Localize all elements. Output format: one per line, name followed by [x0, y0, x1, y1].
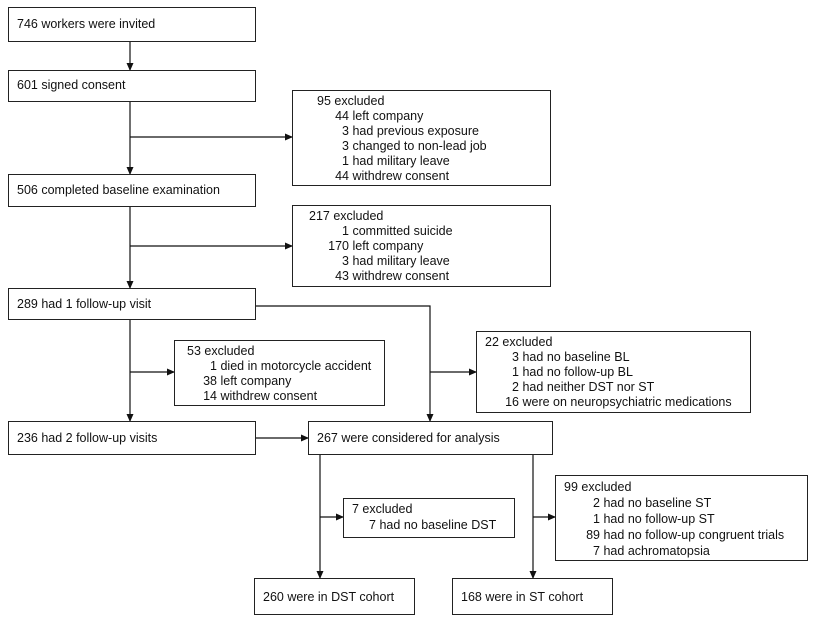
excluded-item: 1 had no follow-up ST — [593, 512, 715, 526]
excluded-header: 7 excluded — [352, 502, 413, 516]
excluded-item: 3 had military leave — [342, 254, 450, 268]
excluded-item: 170 left company — [328, 239, 424, 253]
excluded-box-53: 53 excluded 1 died in motorcycle acciden… — [174, 340, 385, 406]
excluded-item: 16 were on neuropsychiatric medications — [505, 395, 732, 409]
excluded-box-99: 99 excluded 2 had no baseline ST 1 had n… — [555, 475, 808, 561]
arrow-fu1-to-analysis — [256, 305, 434, 422]
excluded-header: 217 excluded — [309, 209, 384, 223]
box-fu1-text: 289 had 1 follow-up visit — [17, 297, 152, 311]
excluded-box-22: 22 excluded 3 had no baseline BL 1 had n… — [476, 331, 751, 413]
box-st-text: 168 were in ST cohort — [461, 590, 584, 604]
excluded-item: 89 had no follow-up congruent trials — [586, 528, 785, 542]
box-fu2: 236 had 2 follow-up visits — [8, 421, 256, 455]
box-dst-text: 260 were in DST cohort — [263, 590, 395, 604]
box-analysis: 267 were considered for analysis — [308, 421, 553, 455]
excluded-item: 38 left company — [203, 374, 292, 388]
box-baseline: 506 completed baseline examination — [8, 174, 256, 207]
excluded-box-217: 217 excluded 1 committed suicide 170 lef… — [292, 205, 551, 287]
excluded-item: 1 committed suicide — [342, 224, 453, 238]
excluded-header: 95 excluded — [317, 94, 385, 108]
excluded-item: 43 withdrew consent — [335, 269, 450, 283]
box-baseline-text: 506 completed baseline examination — [17, 183, 220, 197]
box-invited: 746 workers were invited — [8, 7, 256, 42]
excluded-item: 1 had military leave — [342, 154, 450, 168]
excluded-box-95: 95 excluded 44 left company 3 had previo… — [292, 90, 551, 186]
excluded-item: 44 withdrew consent — [335, 169, 450, 183]
excluded-header: 22 excluded — [485, 335, 553, 349]
excluded-item: 7 had no baseline DST — [369, 518, 497, 532]
excluded-item: 7 had achromatopsia — [593, 544, 710, 558]
box-dst-cohort: 260 were in DST cohort — [254, 578, 415, 615]
box-consent-text: 601 signed consent — [17, 78, 126, 92]
box-invited-text: 746 workers were invited — [17, 17, 156, 31]
excluded-item: 14 withdrew consent — [203, 389, 318, 403]
excluded-item: 3 had previous exposure — [342, 124, 479, 138]
excluded-item: 2 had neither DST nor ST — [512, 380, 655, 394]
excluded-item: 1 died in motorcycle accident — [210, 359, 372, 373]
box-fu1: 289 had 1 follow-up visit — [8, 288, 256, 320]
excluded-header: 99 excluded — [564, 480, 632, 494]
excluded-item: 3 changed to non-lead job — [342, 139, 487, 153]
excluded-item: 44 left company — [335, 109, 424, 123]
excluded-item: 3 had no baseline BL — [512, 350, 630, 364]
excluded-item: 1 had no follow-up BL — [512, 365, 633, 379]
excluded-box-7: 7 excluded 7 had no baseline DST — [343, 498, 515, 538]
box-st-cohort: 168 were in ST cohort — [452, 578, 613, 615]
box-fu2-text: 236 had 2 follow-up visits — [17, 431, 158, 445]
box-consent: 601 signed consent — [8, 70, 256, 102]
excluded-item: 2 had no baseline ST — [593, 496, 712, 510]
box-analysis-text: 267 were considered for analysis — [317, 431, 500, 445]
excluded-header: 53 excluded — [187, 344, 255, 358]
